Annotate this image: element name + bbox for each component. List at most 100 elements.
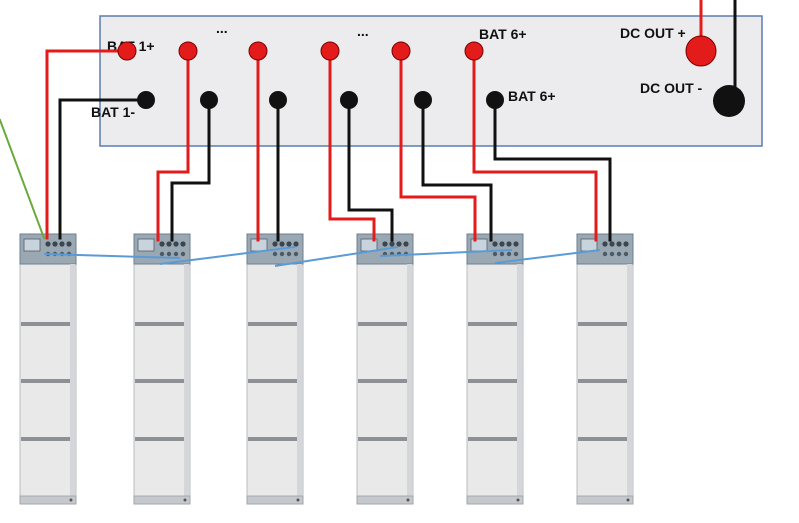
battery-port-icon [506,251,512,257]
battery-port-icon [166,241,172,247]
terminal-dc-out-negative [713,85,745,117]
battery-port-icon [513,251,519,257]
ellipsis-left: ... [216,20,228,36]
battery-body [576,233,634,505]
battery-module-divider [135,437,189,441]
battery-port-icon [623,251,629,257]
battery-module-divider [248,322,302,326]
battery-port-icon [159,251,165,257]
battery-port-icon [180,251,186,257]
battery-5-negative-wire [421,98,493,242]
battery-port-icon [45,241,51,247]
terminal-bat6-negative [486,91,504,109]
battery-module-divider [248,437,302,441]
busbar-terminals [117,35,745,117]
battery-port-icon [173,251,179,257]
battery-base [19,495,77,505]
battery-module-divider [21,379,75,383]
battery-module-divider [468,379,522,383]
battery-port-icon [293,241,299,247]
battery-base [466,495,524,505]
battery-port-icon [180,241,186,247]
battery-6-negative-wire [493,98,612,242]
battery-5-positive-wire [399,49,477,242]
battery-side-shade [627,264,632,504]
battery-6 [576,233,634,505]
battery-switch [23,238,41,252]
battery-port-icon [173,241,179,247]
comm-link-2-3 [159,246,296,265]
terminal-bat5-negative [414,91,432,109]
battery-port-icon [396,241,402,247]
battery-1 [19,233,77,505]
battery-body [356,233,414,505]
battery-base [576,495,634,505]
battery-port-icon [293,251,299,257]
battery-1-negative-wire [58,98,148,240]
battery-port-icon [286,241,292,247]
battery-port-icon [616,241,622,247]
terminal-bat4-negative [340,91,358,109]
battery-body [133,233,191,505]
terminal-bat4-positive [320,41,340,61]
ellipsis-right: ... [357,23,369,39]
battery-body [466,233,524,505]
battery-port-icon [492,241,498,247]
battery-side-shade [297,264,302,504]
battery-port-icon [382,241,388,247]
battery-port-icon [59,241,65,247]
battery-port-icon [286,251,292,257]
label-dc-out-positive: DC OUT + [620,25,686,41]
battery-port-icon [623,241,629,247]
battery-6-positive-wire [472,49,598,242]
terminal-bat2-negative [200,91,218,109]
battery-side-shade [517,264,522,504]
terminal-bat2-positive [178,41,198,61]
battery-side-shade [407,264,412,504]
terminal-bat6-positive [464,41,484,61]
battery-base [356,495,414,505]
label-bat6-negative: BAT 6+ [508,88,556,104]
comm-link-3-4 [274,246,399,267]
battery-base-screw [183,498,187,502]
battery-module-divider [135,322,189,326]
battery-4 [356,233,414,505]
battery-base-screw [296,498,300,502]
battery-port-icon [602,251,608,257]
battery-port-icon [403,241,409,247]
battery-port-icon [272,241,278,247]
battery-port-icon [492,251,498,257]
battery-port-icon [499,241,505,247]
terminal-bat1-positive [117,41,137,61]
battery-base [246,495,304,505]
battery-modules [19,233,634,505]
battery-port-icon [279,241,285,247]
battery-5 [466,233,524,505]
battery-port-icon [166,251,172,257]
battery-4-positive-wire [328,49,376,242]
battery-base [133,495,191,505]
battery-module-divider [21,322,75,326]
battery-port-icon [609,251,615,257]
battery-module-divider [248,379,302,383]
battery-module-divider [21,437,75,441]
battery-port-icon [609,241,615,247]
battery-switch [137,238,155,252]
battery-module-divider [358,322,412,326]
battery-port-icon [159,241,165,247]
label-dc-out-negative: DC OUT - [640,80,703,96]
battery-side-shade [184,264,189,504]
battery-side-shade [70,264,75,504]
battery-switch [470,238,488,252]
battery-port-icon [52,241,58,247]
battery-4-negative-wire [347,98,394,242]
battery-base-screw [69,498,73,502]
battery-port-icon [272,251,278,257]
ground-wire [0,118,46,240]
terminal-bat1-negative [137,91,155,109]
battery-port-icon [279,251,285,257]
battery-module-divider [468,322,522,326]
battery-body [246,233,304,505]
terminal-bat5-positive [391,41,411,61]
